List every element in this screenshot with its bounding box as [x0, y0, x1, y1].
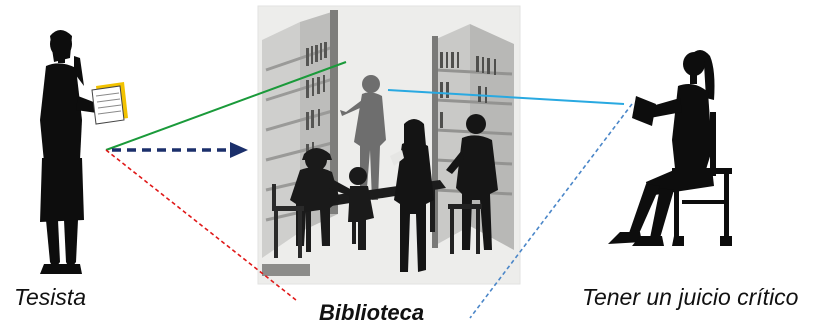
library-scene-icon [257, 5, 521, 285]
biblioteca-label: Biblioteca [319, 300, 425, 325]
blue-connector-line [387, 89, 625, 105]
chair-seat-icon [672, 112, 732, 246]
juicio-critico-label: Tener un juicio crítico [582, 284, 799, 310]
blue-dashed-connector [469, 103, 633, 319]
chair-right-icon [448, 204, 482, 254]
green-connector-line [105, 61, 347, 151]
seated-woman-reading-icon [608, 50, 715, 246]
red-dashed-connector [105, 149, 297, 301]
seated-man-silhouette [290, 148, 352, 246]
seated-person-silhouette [348, 167, 374, 250]
right-bookshelf-icon [432, 24, 514, 250]
standing-man-right-silhouette [446, 114, 498, 250]
arrow-right-icon [112, 142, 248, 158]
notebook-icon [91, 82, 128, 125]
standing-woman-silhouette [390, 119, 434, 272]
chair-icon [272, 184, 304, 258]
standing-woman-with-notebook-icon [40, 30, 104, 274]
tesista-label: Tesista [14, 284, 87, 310]
